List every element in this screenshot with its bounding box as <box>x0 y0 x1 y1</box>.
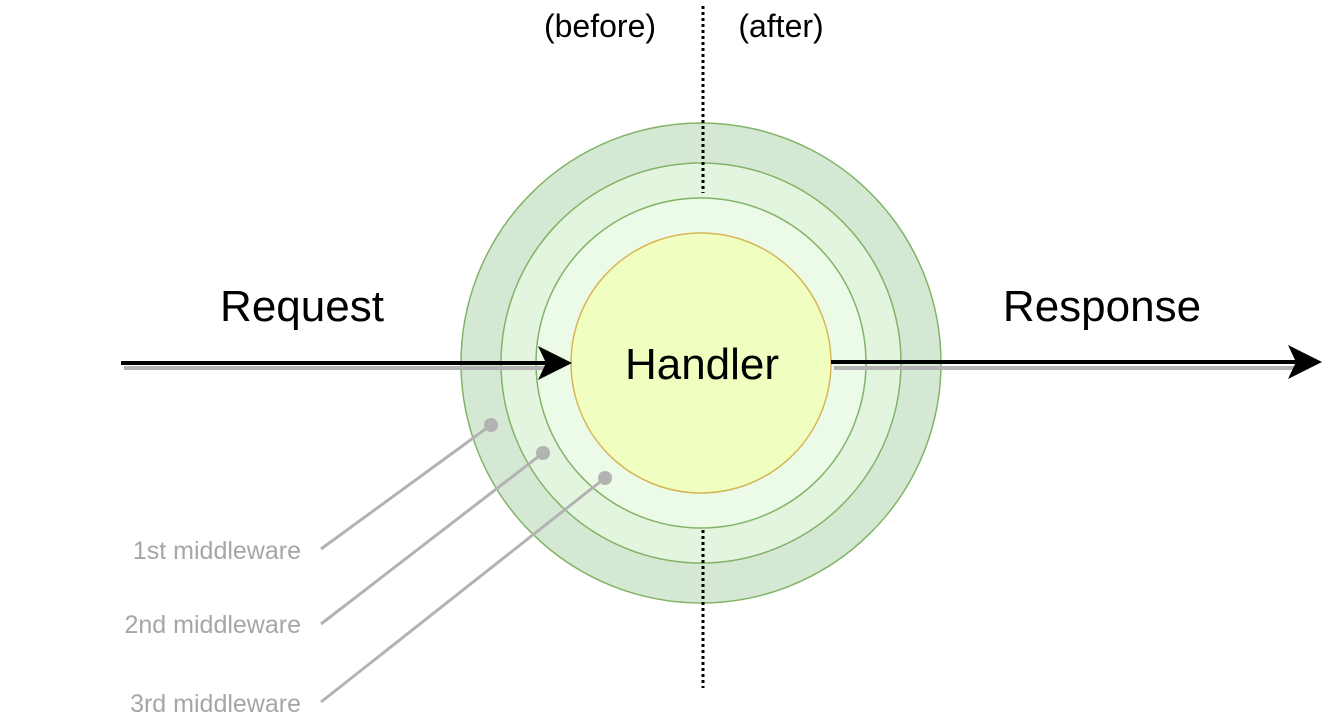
leader-dot-1st <box>484 418 498 432</box>
request-label: Request <box>220 282 384 331</box>
leader-dot-3rd <box>598 471 612 485</box>
response-label: Response <box>1003 282 1201 331</box>
middleware-label-2nd: 2nd middleware <box>125 611 302 639</box>
response-arrow-head <box>1288 345 1322 379</box>
before-label: (before) <box>544 8 656 44</box>
after-label: (after) <box>738 8 823 44</box>
middleware-label-3rd: 3rd middleware <box>130 690 301 718</box>
request-arrow-head <box>538 346 572 380</box>
handler-label: Handler <box>625 340 779 389</box>
leader-line-3rd <box>320 476 606 704</box>
leader-dot-2nd <box>536 446 550 460</box>
middleware-label-1st: 1st middleware <box>133 537 301 565</box>
leader-line-2nd <box>320 451 544 626</box>
leader-line-1st <box>320 423 492 551</box>
